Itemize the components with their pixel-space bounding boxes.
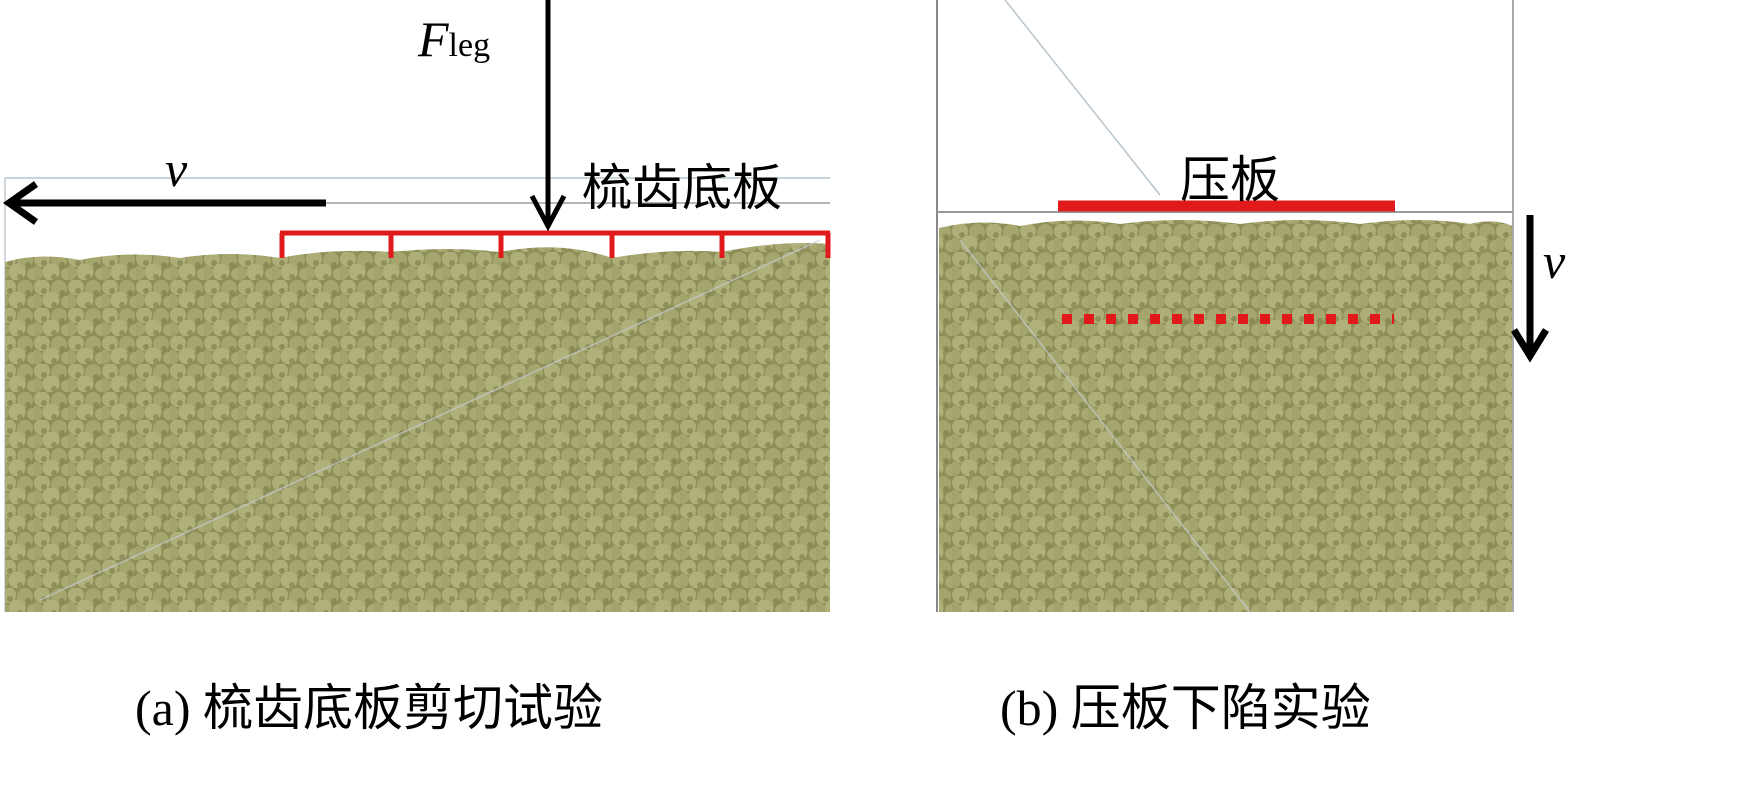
force-arrow — [529, 0, 567, 232]
velocity-arrow-left — [2, 181, 326, 225]
panel-a-graphics — [2, 0, 831, 612]
force-subscript: leg — [448, 27, 491, 64]
caption-a: (a) 梳齿底板剪切试验 — [135, 680, 603, 736]
granular-bed — [5, 243, 830, 612]
force-symbol: F — [418, 11, 449, 67]
guide-line — [959, 239, 1251, 613]
caption-b: (b) 压板下陷实验 — [1000, 680, 1371, 736]
velocity-arrow-down — [1511, 215, 1549, 363]
panel-b-graphics — [936, 0, 1549, 613]
force-label: Fleg — [418, 10, 490, 68]
velocity-label-a: v — [165, 141, 188, 197]
guide-line — [1004, 0, 1161, 196]
comb-plate-label: 梳齿底板 — [582, 160, 782, 216]
comb-plate — [279, 230, 831, 258]
guide-line — [39, 239, 821, 601]
granular-bed — [939, 220, 1512, 612]
velocity-label-b: v — [1543, 233, 1566, 289]
pressure-plate-label: 压板 — [1180, 152, 1280, 208]
